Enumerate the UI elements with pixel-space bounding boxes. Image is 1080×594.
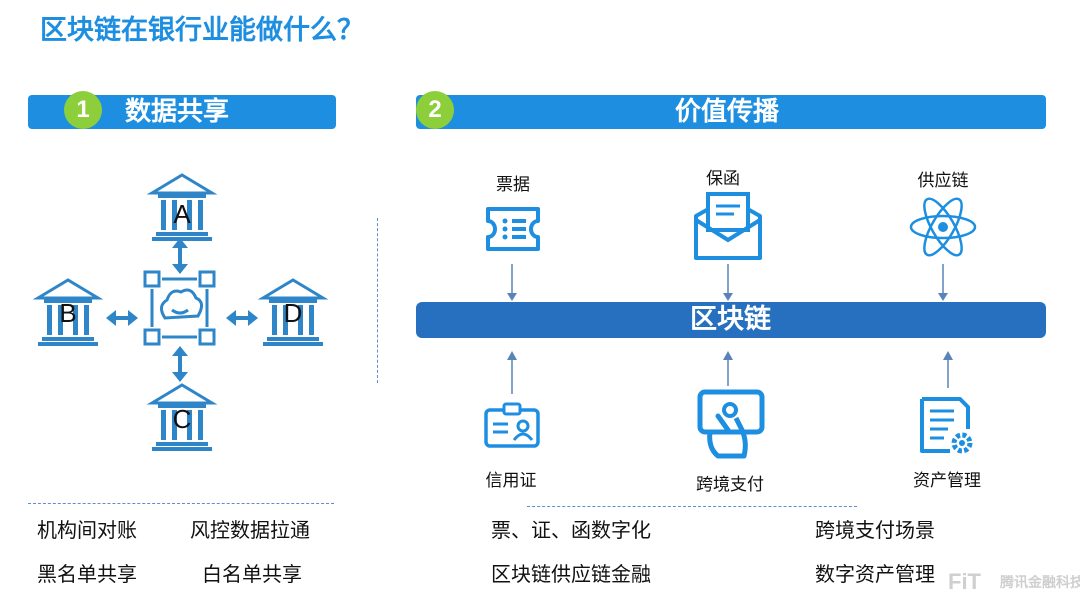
page-title: 区块链在银行业能做什么？ bbox=[40, 15, 364, 46]
use-case-risk-data: 风控数据拉通 bbox=[190, 518, 310, 542]
blockchain-bar bbox=[416, 302, 1046, 338]
label-bill: 票据 bbox=[496, 175, 530, 195]
label-guarantee: 保函 bbox=[706, 169, 740, 189]
use-case-supply-chain-finance: 区块链供应链金融 bbox=[491, 562, 651, 586]
bank-label-a: A bbox=[173, 199, 191, 229]
use-case-digitization: 票、证、函数字化 bbox=[491, 518, 651, 542]
use-case-digital-assets: 数字资产管理 bbox=[815, 562, 935, 586]
left-separator bbox=[28, 503, 334, 504]
blockchain-label: 区块链 bbox=[690, 304, 771, 335]
use-case-whitelist: 白名单共享 bbox=[202, 562, 302, 586]
use-case-reconciliation: 机构间对账 bbox=[37, 518, 137, 542]
right-separator bbox=[527, 506, 857, 507]
watermark-text: 腾讯金融科技 bbox=[1000, 575, 1080, 589]
section-divider bbox=[377, 218, 378, 383]
section-bar-value-transfer bbox=[416, 95, 1046, 129]
watermark-logo: FiT bbox=[948, 569, 981, 594]
use-case-blacklist: 黑名单共享 bbox=[37, 562, 137, 586]
section-number-1: 1 bbox=[64, 91, 102, 129]
asset-document-gear-icon bbox=[920, 397, 973, 454]
label-letter-of-credit: 信用证 bbox=[485, 471, 537, 491]
use-case-cross-border: 跨境支付场景 bbox=[815, 518, 935, 542]
bank-label-d: D bbox=[283, 298, 303, 328]
section-title-data-sharing: 数据共享 bbox=[125, 97, 230, 127]
payment-card-hand-icon bbox=[697, 389, 765, 459]
atom-icon bbox=[909, 197, 977, 257]
label-asset-management: 资产管理 bbox=[913, 471, 981, 491]
arrows-down bbox=[507, 264, 953, 394]
bank-label-b: B bbox=[59, 298, 77, 328]
label-cross-border-payment: 跨境支付 bbox=[696, 475, 764, 495]
section-title-value-transfer: 价值传播 bbox=[675, 97, 780, 127]
blockchain-hub-icon bbox=[143, 270, 216, 346]
envelope-icon bbox=[694, 192, 762, 260]
bank-network-diagram bbox=[36, 173, 325, 453]
bill-icon bbox=[486, 207, 540, 251]
credit-card-id-icon bbox=[484, 402, 540, 448]
section-number-2: 2 bbox=[416, 91, 454, 129]
label-supply-chain: 供应链 bbox=[917, 171, 969, 191]
bank-label-c: C bbox=[172, 404, 192, 434]
